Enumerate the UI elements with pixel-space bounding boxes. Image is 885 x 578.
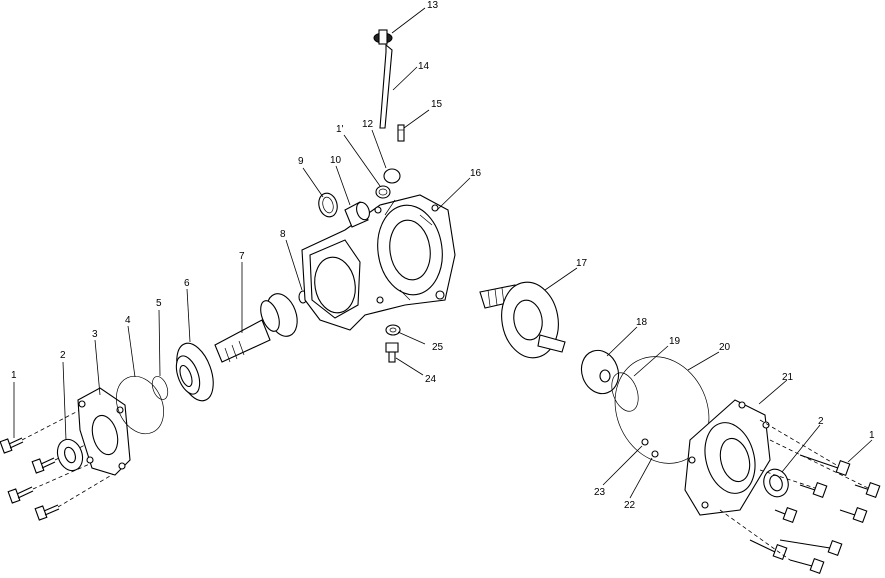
callout-9: 9	[298, 156, 304, 167]
bolt-left-2	[31, 457, 56, 474]
callout-19: 19	[669, 336, 681, 347]
callout-1-right: 1	[869, 430, 875, 441]
bolt-right-3	[799, 481, 828, 499]
dowel-pin-22	[651, 450, 659, 458]
pinion-shaft	[214, 293, 298, 363]
callout-15: 15	[431, 99, 443, 110]
callout-14: 14	[418, 61, 430, 72]
callout-23: 23	[594, 487, 606, 498]
gear-housing	[301, 194, 456, 331]
callout-8: 8	[280, 229, 286, 240]
callout-2-left: 2	[60, 350, 66, 361]
leader-lines	[13, 7, 873, 499]
callout-20: 20	[719, 342, 731, 353]
callout-3: 3	[92, 329, 98, 340]
callout-16: 16	[470, 168, 482, 179]
breather-fitting-13	[373, 29, 393, 45]
bearing-left	[175, 342, 214, 402]
breather-valve-15	[397, 124, 405, 142]
callout-21: 21	[782, 372, 794, 383]
callout-18: 18	[636, 317, 648, 328]
dowel-pin-23	[641, 438, 649, 446]
callout-12: 12	[362, 119, 374, 130]
o-ring-20	[614, 356, 710, 464]
bolt-left-4	[34, 504, 60, 521]
seal-left	[56, 438, 84, 472]
bolt-right-2	[854, 481, 881, 499]
callout-7: 7	[239, 251, 245, 262]
cover-plate-left	[77, 387, 131, 476]
callout-6: 6	[184, 278, 190, 289]
seal-9	[318, 192, 338, 218]
callout-24: 24	[425, 374, 437, 385]
seal-right	[763, 468, 789, 498]
callout-4: 4	[125, 315, 131, 326]
cover-right	[684, 399, 771, 516]
bolt-right-8	[789, 557, 825, 575]
shim-19	[611, 372, 639, 412]
seal-11	[375, 185, 391, 199]
callout-5: 5	[156, 298, 162, 309]
bolt-right-6	[749, 539, 788, 561]
bushing-10	[344, 201, 370, 228]
callout-22: 22	[624, 500, 636, 511]
callout-17: 17	[576, 258, 588, 269]
callout-25: 25	[432, 342, 444, 353]
washer-25	[385, 324, 401, 336]
spacer-18	[580, 349, 620, 395]
ring-gear	[479, 281, 566, 359]
snap-ring-left	[151, 376, 169, 400]
bolt-right-7	[779, 539, 843, 557]
bolt-right-4	[839, 506, 868, 524]
callout-10: 10	[330, 155, 342, 166]
bolt-right-1	[799, 454, 851, 477]
bolt-left-3	[7, 486, 34, 504]
breather-hose-14	[379, 43, 393, 129]
bolt-right-5	[774, 506, 798, 524]
o-ring-left	[116, 375, 164, 435]
cap-12	[383, 168, 401, 184]
callout-11: 1'	[336, 124, 344, 135]
callout-13: 13	[427, 0, 439, 11]
callout-1-left: 1	[11, 370, 17, 381]
drain-plug-24	[385, 342, 399, 363]
bolt-left-1	[0, 437, 24, 454]
callout-2-right: 2	[818, 416, 824, 427]
